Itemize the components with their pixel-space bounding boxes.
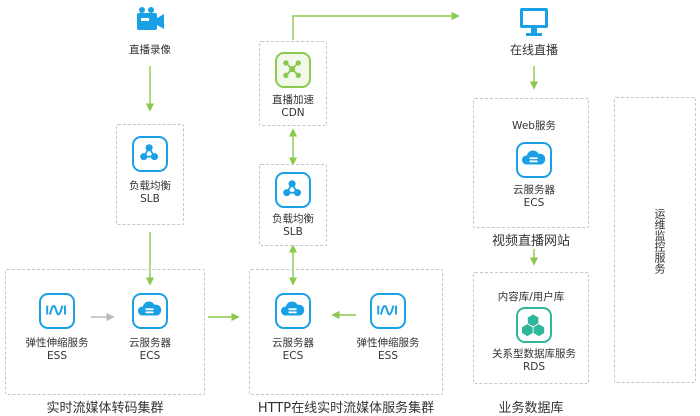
cdn-network-icon [275,52,311,88]
live-recording-node: 直播录像 [110,4,190,57]
transcode-ecs-code: ECS [139,350,161,362]
slb-mid-box [259,164,327,246]
video-camera-icon [132,4,168,40]
cdn-node: 直播加速 CDN [253,52,333,120]
database-icon [516,307,552,343]
online-live-node: 在线直播 [494,4,574,57]
slb-left-code: SLB [140,193,160,205]
cdn-label: 直播加速 [272,94,314,106]
http-ess-label: 弹性伸缩服务 [356,337,420,349]
slb-mid-node: 负载均衡 SLB [253,172,333,239]
transcode-ecs-label: 云服务器 [129,337,171,349]
http-ess-node: 弹性伸缩服务 ESS [348,293,428,363]
web-ecs-label: 云服务器 [513,184,555,196]
transcode-ess-code: ESS [47,350,67,362]
rds-label: 关系型数据库服务 [492,348,576,360]
monitor-icon [516,4,552,40]
http-ecs-code: ECS [282,350,304,362]
slb-mid-label: 负载均衡 [272,213,314,225]
transcode-ess-label: 弹性伸缩服务 [25,337,89,349]
cdn-code: CDN [281,107,305,119]
slb-left-box [116,124,184,225]
database-title: 内容库/用户库 [497,291,565,303]
cloud-server-icon [132,293,168,329]
http-ecs-node: 云服务器 ECS [253,293,333,363]
web-ecs-node: 云服务器 ECS [494,142,574,210]
web-service-box [473,98,589,228]
ops-monitoring-label: 运维监控服务 [653,208,666,274]
rds-node: 关系型数据库服务 RDS [491,307,577,374]
http-cluster-caption: HTTP在线实时流媒体服务集群 [257,401,435,416]
slb-mid-code: SLB [283,226,303,238]
web-service-label: Web服务 [512,120,556,132]
cdn-box [259,41,327,126]
transcode-ecs-node: 云服务器 ECS [110,293,190,363]
cloud-server-icon [275,293,311,329]
online-live-label: 在线直播 [509,43,558,57]
database-caption: 业务数据库 [498,401,564,416]
live-recording-label: 直播录像 [129,44,171,56]
http-ecs-label: 云服务器 [272,337,314,349]
database-box [473,272,589,384]
http-cluster-box [249,269,443,395]
rds-code: RDS [522,361,546,373]
transcode-ess-node: 弹性伸缩服务 ESS [17,293,97,363]
slb-left-label: 负载均衡 [129,180,171,192]
ops-monitoring-box [614,97,696,383]
load-balancer-icon [275,172,311,208]
slb-left-node: 负载均衡 SLB [110,136,190,206]
web-ecs-code: ECS [523,197,545,209]
cloud-server-icon [516,142,552,178]
http-ess-code: ESS [378,350,398,362]
transcode-cluster-box [5,269,205,395]
video-site-caption: 视频直播网站 [491,234,570,249]
auto-scaling-icon [39,293,75,329]
arrow-cdn-to-online [292,11,460,40]
transcode-cluster-caption: 实时流媒体转码集群 [46,401,164,416]
auto-scaling-icon [370,293,406,329]
load-balancer-icon [132,136,168,172]
